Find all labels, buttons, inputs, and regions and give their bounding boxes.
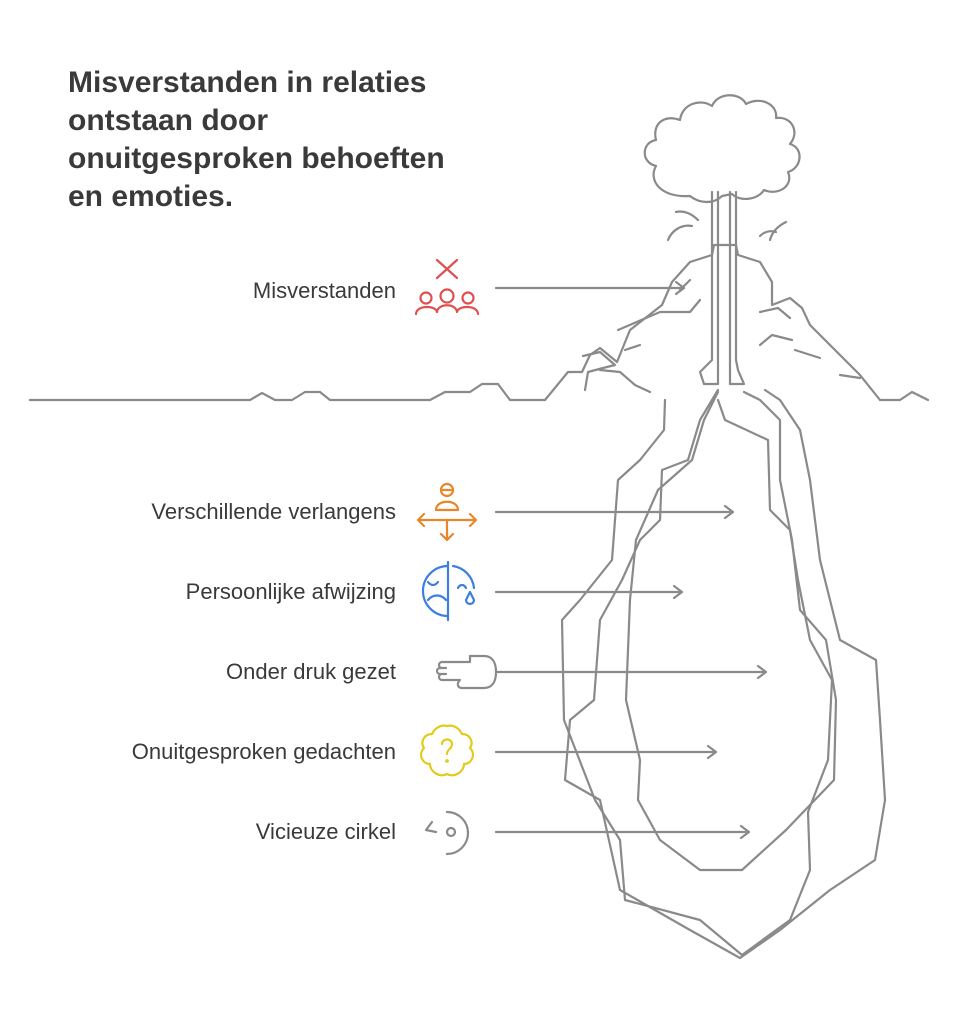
volcano-ridges (581, 278, 862, 394)
arrow-onuitgesproken-gedachten (494, 744, 718, 760)
label-persoonlijke-afwijzing: Persoonlijke afwijzing (185, 579, 396, 604)
circular-arrow-icon (424, 810, 470, 856)
connector-arrows (494, 280, 768, 840)
arrow-misverstanden (494, 280, 686, 296)
eruption-cloud (643, 94, 801, 204)
arrow-verschillende-verlangens (494, 504, 735, 520)
sad-crying-face-icon (421, 560, 476, 622)
label-onder-druk-gezet: Onder druk gezet (226, 659, 396, 684)
arrow-vicieuze-cirkel (494, 824, 751, 840)
pointing-hand-icon (435, 654, 498, 690)
label-misverstanden: Misverstanden (252, 278, 396, 303)
magma-chamber-core (624, 390, 838, 872)
magma-chamber-outer (563, 388, 887, 960)
lava-conduit (698, 190, 746, 386)
ground-line (28, 382, 930, 402)
arrow-onder-druk-gezet (494, 664, 768, 680)
label-verschillende-verlangens: Verschillende verlangens (151, 499, 396, 524)
question-thought-cloud-icon (420, 724, 474, 777)
page-title: Misverstanden in relaties ontstaan door … (68, 66, 445, 213)
label-vicieuze-cirkel: Vicieuze cirkel (255, 819, 396, 844)
volcano-cone (543, 243, 882, 402)
misunderstanding-group-icon (414, 258, 480, 316)
diverging-person-arrows-icon (416, 482, 478, 542)
eruption-splashes (666, 210, 788, 242)
magma-chamber-inner (560, 398, 834, 957)
label-onuitgesproken-gedachten: Onuitgesproken gedachten (131, 739, 396, 764)
arrow-persoonlijke-afwijzing (494, 584, 684, 600)
